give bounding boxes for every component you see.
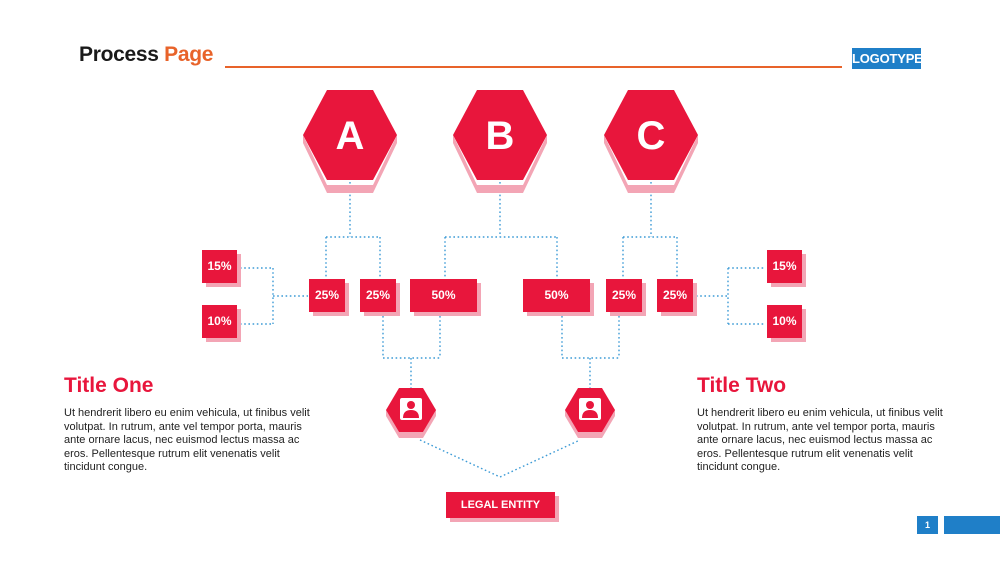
user-icon — [579, 398, 601, 420]
right-center-box: 50% — [523, 279, 590, 312]
page-title: Process Page — [79, 43, 213, 67]
left-center-box: 50% — [410, 279, 477, 312]
entity-right — [565, 388, 615, 438]
entity-left — [386, 388, 436, 438]
page-title-accent: Page — [164, 43, 214, 66]
hexagon-b-label: B — [486, 114, 515, 158]
right-outer-box-bottom: 10% — [767, 305, 802, 338]
connectors — [240, 182, 765, 478]
section-one-body: Ut hendrerit libero eu enim vehicula, ut… — [64, 407, 310, 474]
section-two-title: Title Two — [697, 374, 787, 397]
left-pair-box-1: 25% — [309, 279, 345, 312]
right-pair-box-1: 25% — [606, 279, 642, 312]
right-outer-box-top: 15% — [767, 250, 802, 283]
section-one-title: Title One — [64, 374, 154, 397]
hexagon-b: B — [453, 90, 547, 193]
header-rule — [225, 66, 842, 68]
hexagon-c: C — [604, 90, 698, 193]
logotype: LOGOTYPE — [852, 48, 923, 69]
page-title-main: Process — [79, 43, 159, 66]
left-outer-box-bottom: 10% — [202, 305, 237, 338]
page-footer-bar — [944, 516, 1000, 534]
hexagon-a-label: A — [336, 114, 365, 158]
hexagon-c-label: C — [637, 114, 666, 158]
left-pair-box-2: 25% — [360, 279, 396, 312]
legal-entity-box: LEGAL ENTITY — [446, 492, 555, 518]
left-outer-box-top: 15% — [202, 250, 237, 283]
section-two-body: Ut hendrerit libero eu enim vehicula, ut… — [697, 407, 943, 474]
hexagon-a: A — [303, 90, 397, 193]
user-icon — [400, 398, 422, 420]
right-pair-box-2: 25% — [657, 279, 693, 312]
page-number: 1 — [917, 516, 938, 534]
